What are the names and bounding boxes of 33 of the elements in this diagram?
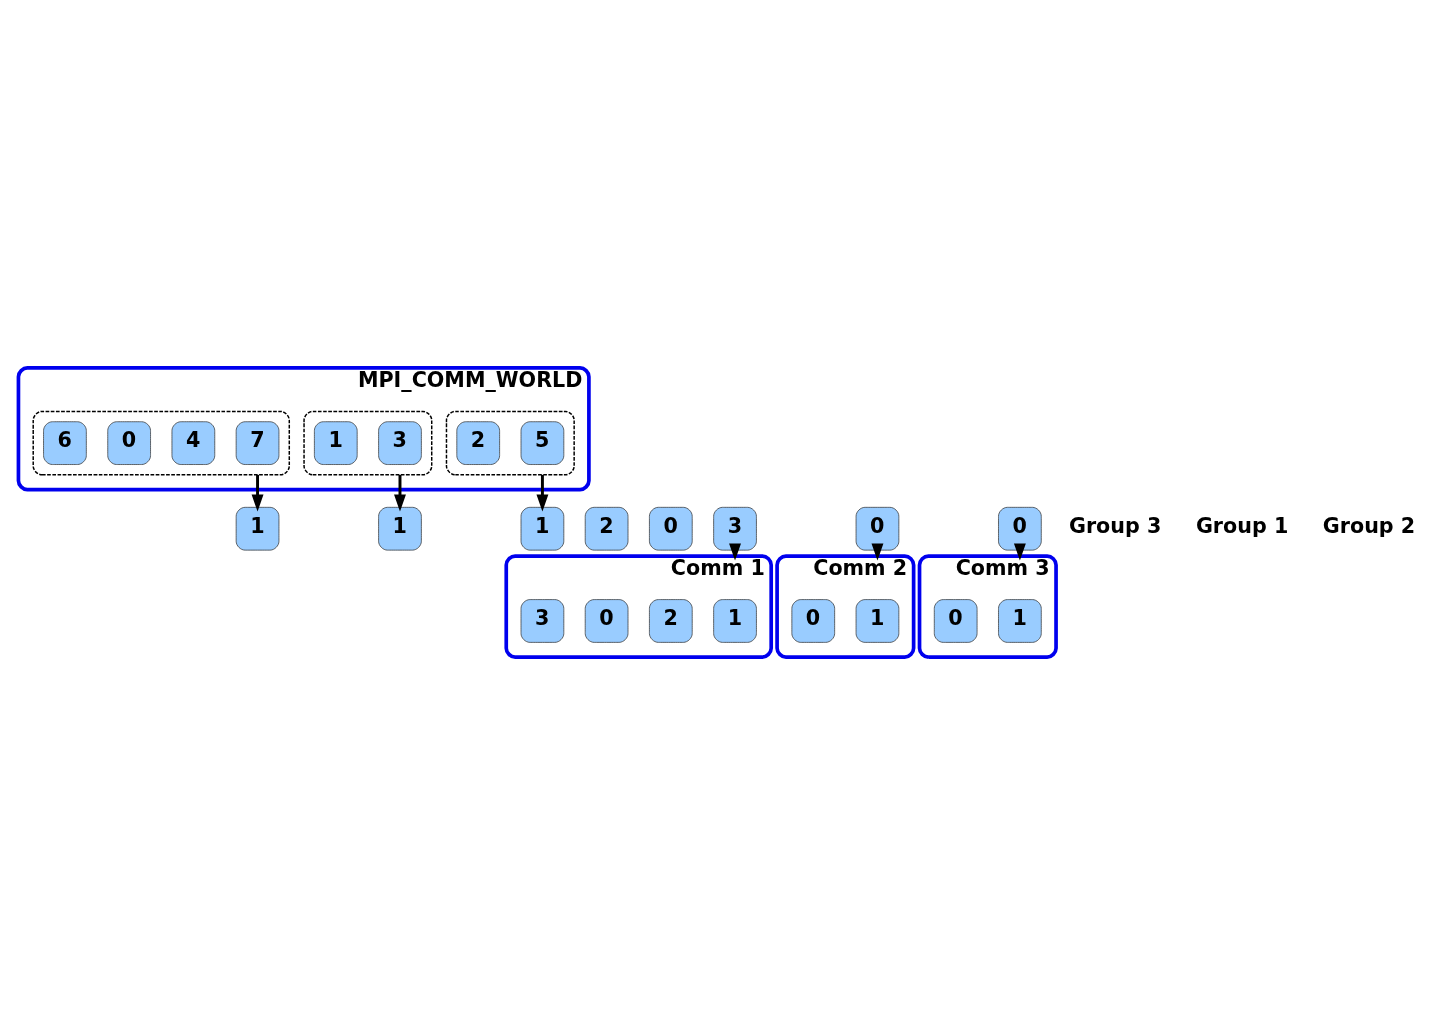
arrow xyxy=(536,474,549,512)
node-box: 0 xyxy=(107,420,151,465)
label: Group 2 xyxy=(1322,513,1416,538)
node-box: 2 xyxy=(649,598,693,643)
label: Group 1 xyxy=(1195,513,1289,538)
cluster xyxy=(32,410,291,476)
node-box: 5 xyxy=(520,420,565,465)
node-box: 1 xyxy=(855,598,900,643)
node-box: 0 xyxy=(791,598,835,643)
node-box: 4 xyxy=(171,420,216,465)
arrow xyxy=(729,543,741,560)
node-box: 1 xyxy=(378,506,422,550)
node-box: 1 xyxy=(713,598,757,643)
arrow xyxy=(871,543,884,560)
cluster xyxy=(445,410,575,476)
node-box: 2 xyxy=(456,420,500,465)
node-box: 6 xyxy=(43,420,87,465)
node-box: 1 xyxy=(998,598,1042,643)
node-box: 0 xyxy=(933,598,978,643)
arrow xyxy=(394,474,406,512)
node-box: 1 xyxy=(520,506,565,550)
node-box: 3 xyxy=(520,598,565,643)
cluster xyxy=(303,410,433,476)
label: Group 3 xyxy=(1068,513,1162,538)
node-box: 0 xyxy=(584,598,629,643)
node-box: 1 xyxy=(314,420,358,465)
arrow xyxy=(251,474,264,512)
node-box: 3 xyxy=(378,420,422,465)
node-box: 7 xyxy=(235,420,280,465)
node-box: 0 xyxy=(649,506,693,550)
node-box: 1 xyxy=(235,506,280,550)
node-box: 2 xyxy=(584,506,629,550)
arrow xyxy=(1013,543,1026,560)
